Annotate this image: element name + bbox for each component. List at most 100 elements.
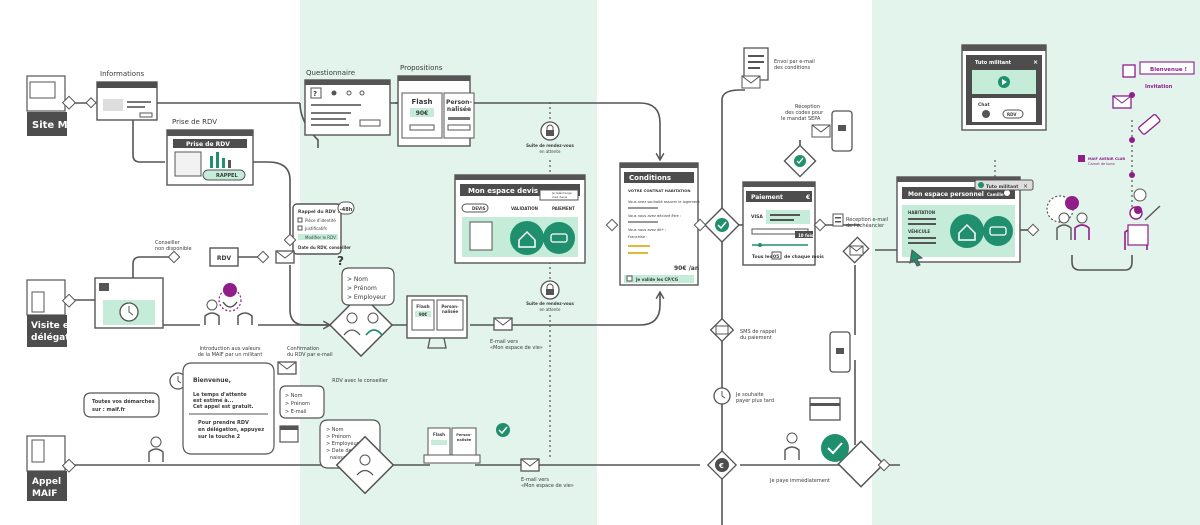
bubble-rdv-1: Pour prendre RDV	[198, 420, 249, 426]
confirmation-1: Confirmation	[287, 346, 319, 352]
camille-label: Camille	[987, 192, 1004, 197]
paiement-title: Paiement	[751, 194, 783, 201]
envelope-icon-rappel	[275, 250, 295, 264]
step-devis: DEVIS	[472, 206, 486, 211]
lane-visite-label-2: délégation	[31, 332, 85, 343]
reception-codes-3: le mandat SEPA	[781, 116, 821, 122]
tuto-militant-screen[interactable]: Tuto militant × Chat RDV	[961, 44, 1047, 131]
lock-icon-bottom	[540, 280, 560, 300]
print-perso-1: Person-	[456, 433, 472, 437]
welcome-bubble: Bienvenue, Le temps d'attente est estimé…	[182, 362, 275, 455]
bubble-gratuit: Cet appel est gratuit.	[193, 404, 254, 410]
validation-check-node	[704, 207, 740, 243]
mon-espace-devis-screen[interactable]: Mon espace devis Je télécharge mes devis…	[454, 174, 586, 264]
rdv-conseiller-label: RDV avec le conseiller	[332, 378, 389, 384]
reception-echeancier-1: Réception e-mail	[846, 216, 888, 223]
tous-les-day[interactable]: 05	[773, 254, 779, 260]
personnalisee-title-1: Person-	[446, 99, 472, 106]
conditions-screen[interactable]: Conditions VOTRE CONTRAT HABITATION Vous…	[619, 162, 700, 286]
prise-rdv-label: Prise de RDV	[172, 118, 217, 126]
appel-conseiller-node[interactable]	[335, 435, 395, 495]
lock-icon-top	[540, 121, 560, 141]
prise-rdv-screen[interactable]: Prise de RDV RAPPEL	[166, 129, 254, 186]
fin-rdv-top-2: en attente	[540, 149, 561, 154]
envelope-icon-echeancier	[842, 236, 870, 264]
souhaite-payer-1: Je souhaite	[735, 392, 764, 398]
fin-rdv-bottom-1: Suite de rendez-vous	[526, 301, 574, 306]
piece-2: Justificatifs	[304, 226, 327, 231]
rdv-conseiller-node[interactable]	[328, 292, 394, 358]
delegation-window[interactable]	[94, 277, 164, 329]
form-top-prenom: > Prénom	[347, 285, 377, 292]
rdv-box[interactable]: RDV	[209, 247, 239, 267]
cond-line-2: Vous nous avez déclaré être :	[628, 214, 681, 218]
je-valide-checkbox[interactable]: Je valide les CP/CG	[635, 277, 678, 282]
lane-site[interactable]: Site MAIF	[26, 75, 86, 136]
rdv-box-label: RDV	[217, 255, 232, 262]
souhaite-payer-2: payer plus tard	[736, 398, 774, 404]
invitation-label: Invitation	[1145, 84, 1173, 90]
email-vers-bottom-2: «Mon espace de vie»	[521, 483, 574, 489]
svg-text:×: ×	[1033, 59, 1038, 66]
form-bubble-middle: > Nom > Prénom > E-mail	[279, 385, 325, 419]
conditions-title: Conditions	[629, 174, 671, 182]
demarches-2[interactable]: sur : maif.fr	[92, 407, 126, 413]
form-mid-prenom: > Prénom	[285, 400, 310, 407]
envelope-icon-bottom	[520, 458, 540, 472]
vehicule-label: VÉHICULE	[908, 229, 930, 234]
sepa-check-node	[783, 144, 817, 178]
lane-site-label: Site MAIF	[32, 120, 86, 131]
envelope-icon-mid	[493, 317, 513, 331]
bubble-attente-2: est estimé à...	[193, 397, 233, 404]
tuto-tag[interactable]: Tuto militant ×	[974, 179, 1034, 191]
step-validation: VALIDATION	[511, 206, 538, 211]
form-bot-naissance: naissance	[330, 455, 355, 461]
lane-appel[interactable]: Appel MAIF	[26, 435, 77, 501]
informations-screen[interactable]: MAIF informations	[96, 81, 158, 121]
questionnaire-screen[interactable]: ?	[304, 79, 391, 136]
date-conseiller: Date du RDV, conseiller	[298, 245, 351, 250]
phone-lock-icon-lower	[829, 331, 851, 373]
rappel-button[interactable]: RAPPEL	[216, 173, 238, 179]
form-bot-date: > Date de	[326, 448, 352, 454]
tuto-rdv-button[interactable]: RDV	[1007, 112, 1017, 117]
militant-illustration	[204, 283, 253, 325]
tuto-militant-title: Tuto militant	[975, 60, 1012, 66]
step-paiement: PAIEMENT	[552, 206, 575, 211]
prise-rdv-card-title: Prise de RDV	[186, 141, 230, 148]
votre-contrat: VOTRE CONTRAT HABITATION	[628, 188, 691, 193]
modifier-rdv-link[interactable]: Modifier le RDV	[305, 235, 336, 240]
telecharger-1[interactable]: Je télécharge	[551, 191, 572, 195]
svg-text:?: ?	[313, 90, 317, 98]
flash-title: Flash	[411, 98, 432, 106]
maif-avenir-1: MAIF AVENIR CLUB	[1088, 157, 1125, 161]
reception-echeancier-2: de l'échéancier	[846, 222, 885, 229]
echeancier-doc-icon	[832, 213, 844, 227]
intro-valeurs-1: Introduction aux valeurs	[200, 346, 261, 352]
sms-rappel-1: SMS de rappel	[740, 329, 776, 335]
paiement-screen[interactable]: Paiement € VISA 10 fois Tous les 05 de c…	[742, 181, 824, 266]
print-perso-2: nalisée	[457, 438, 472, 442]
conditions-document-icon	[741, 47, 769, 89]
form-bot-prenom: > Prénom	[326, 433, 351, 440]
printed-devis: Flash Person- nalisée	[423, 423, 510, 464]
form-top-employeur: > Employeur	[347, 294, 387, 301]
monitor-price: 90€	[419, 312, 428, 317]
envoi-conditions-2: des conditions	[774, 65, 811, 71]
bubble-bienvenue: Bienvenue,	[193, 377, 231, 384]
form-bot-employeur: > Employeur	[326, 441, 360, 447]
lane-visite[interactable]: Visite en délégation	[26, 279, 85, 347]
conseiller-indispo-1: Conseiller	[155, 240, 181, 246]
clock-icon-later	[713, 387, 731, 405]
fin-rdv-top-1: Suite de rendez-vous	[526, 143, 574, 148]
svg-text:?: ?	[337, 254, 344, 268]
maif-avenir-2: Carnet de bons	[1088, 162, 1115, 166]
informations-label: Informations	[100, 70, 145, 78]
flow-lines	[70, 89, 1133, 525]
person-appel	[148, 436, 164, 462]
monitor-perso-1: Person-	[441, 304, 459, 309]
form-top-nom: > Nom	[347, 276, 368, 283]
propositions-screen[interactable]: Flash 90€ Person- nalisée	[397, 75, 475, 147]
mon-espace-perso-screen[interactable]: Mon espace personnel Camille HABITATION …	[896, 176, 1021, 267]
